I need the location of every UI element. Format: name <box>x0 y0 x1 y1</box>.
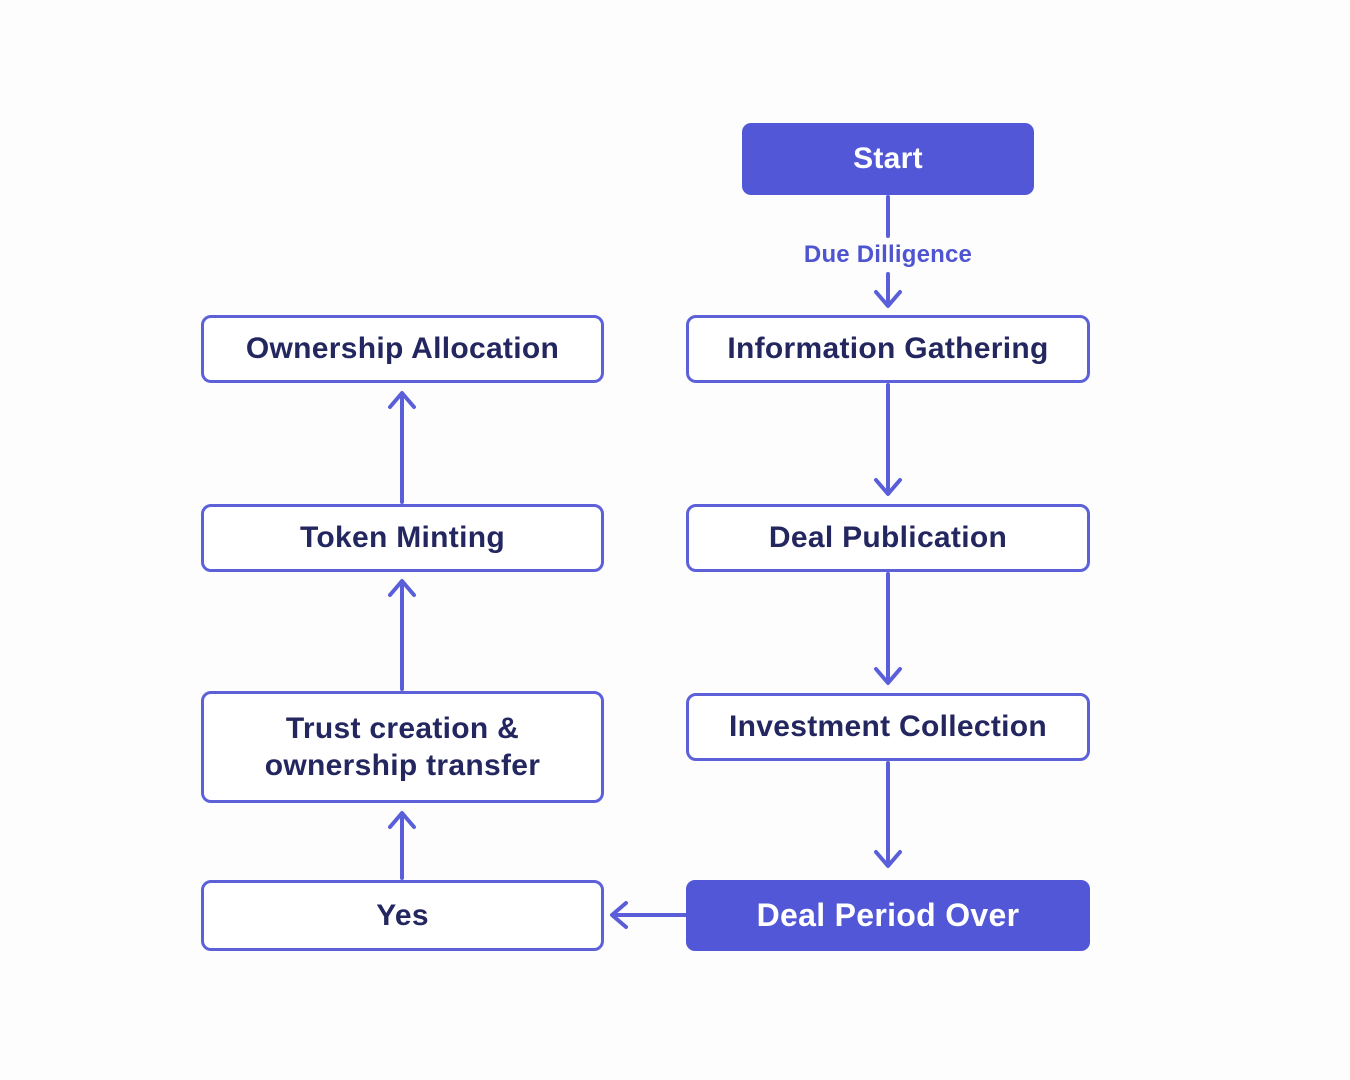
node-deal-publication: Deal Publication <box>686 504 1090 572</box>
arrow-deal-publication-to-investment-collection <box>874 572 902 685</box>
node-ownership-allocation: Ownership Allocation <box>201 315 604 383</box>
node-yes: Yes <box>201 880 604 951</box>
arrow-token-minting-to-ownership-allocation <box>388 391 416 504</box>
node-information-gathering: Information Gathering <box>686 315 1090 383</box>
arrow-yes-to-trust-creation <box>388 811 416 880</box>
arrow-information-gathering-to-deal-publication <box>874 383 902 496</box>
arrow-investment-collection-to-deal-period-over <box>874 761 902 868</box>
node-start: Start <box>742 123 1034 195</box>
arrow-deal-period-over-to-yes <box>610 901 688 929</box>
arrow-trust-creation-to-token-minting <box>388 579 416 691</box>
node-token-minting: Token Minting <box>201 504 604 572</box>
edge-label-due-diligence: Due Dilligence <box>803 241 973 268</box>
node-investment-collection: Investment Collection <box>686 693 1090 761</box>
node-trust-creation-ownership-transfer: Trust creation & ownership transfer <box>201 691 604 803</box>
node-deal-period-over: Deal Period Over <box>686 880 1090 951</box>
